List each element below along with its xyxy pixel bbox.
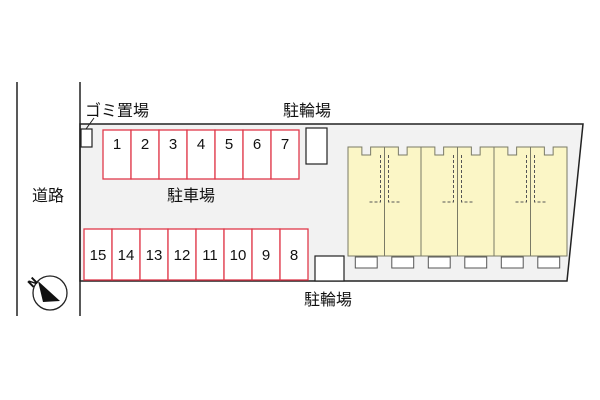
garbage-area <box>80 128 93 148</box>
parking-slot-number: 10 <box>230 247 247 264</box>
garbage-label: ゴミ置場 <box>85 101 149 120</box>
parking-slot-12 <box>167 228 197 281</box>
building-unit <box>384 146 422 257</box>
unit-interior-line <box>441 155 454 203</box>
garbage-leader-line <box>85 117 95 130</box>
building-unit <box>530 146 568 257</box>
parking-slot-number: 15 <box>90 247 107 264</box>
parking-slot-11 <box>195 228 225 281</box>
parking-row-top: 1 2 3 4 5 6 7 <box>102 129 300 180</box>
parking-slot-number: 7 <box>281 136 289 153</box>
bike-parking-bottom-label: 駐輪場 <box>304 290 352 309</box>
building-unit <box>493 146 531 257</box>
unit-interior-line <box>388 155 401 203</box>
parking-slot-number: 5 <box>225 136 233 153</box>
parking-slot-number: 2 <box>141 136 149 153</box>
parking-slot-number: 8 <box>290 247 298 264</box>
parking-slot-number: 3 <box>169 136 177 153</box>
unit-balcony <box>500 256 524 269</box>
parking-slot-6 <box>242 129 272 180</box>
parking-slot-number: 12 <box>174 247 191 264</box>
bike-parking-top-label: 駐輪場 <box>283 101 331 120</box>
apartment-building <box>347 146 568 269</box>
unit-interior-line <box>514 155 527 203</box>
parking-slot-number: 11 <box>202 247 218 264</box>
unit-balcony <box>427 256 451 269</box>
unit-interior-line <box>461 155 474 203</box>
parking-slot-15 <box>83 228 113 281</box>
parking-row-bottom: 15 14 13 12 11 10 9 8 <box>83 228 309 281</box>
building-unit <box>347 146 385 257</box>
unit-interior-line <box>534 155 547 203</box>
parking-slot-5 <box>214 129 244 180</box>
bike-parking-bottom <box>314 255 345 282</box>
unit-balcony <box>537 256 561 269</box>
unit-balcony <box>354 256 378 269</box>
north-compass-icon: N <box>25 275 68 311</box>
parking-slot-number: 1 <box>113 136 121 153</box>
building-unit <box>420 146 458 257</box>
parking-slot-7 <box>270 129 300 180</box>
parking-slot-number: 6 <box>253 136 261 153</box>
parking-slot-number: 14 <box>118 247 135 264</box>
parking-slot-13 <box>139 228 169 281</box>
unit-balcony <box>464 256 488 269</box>
parking-slot-4 <box>186 129 216 180</box>
parking-slot-14 <box>111 228 141 281</box>
parking-slot-1 <box>102 129 132 180</box>
parking-label: 駐車場 <box>167 186 215 205</box>
parking-slot-number: 9 <box>262 247 270 264</box>
parking-slot-number: 13 <box>146 247 163 264</box>
unit-interior-line <box>368 155 381 203</box>
road-label: 道路 <box>32 186 64 205</box>
parking-slot-3 <box>158 129 188 180</box>
building-unit <box>457 146 495 257</box>
parking-slot-number: 4 <box>197 136 205 153</box>
bike-parking-top <box>305 127 328 165</box>
parking-slot-8 <box>279 228 309 281</box>
unit-balcony <box>391 256 415 269</box>
